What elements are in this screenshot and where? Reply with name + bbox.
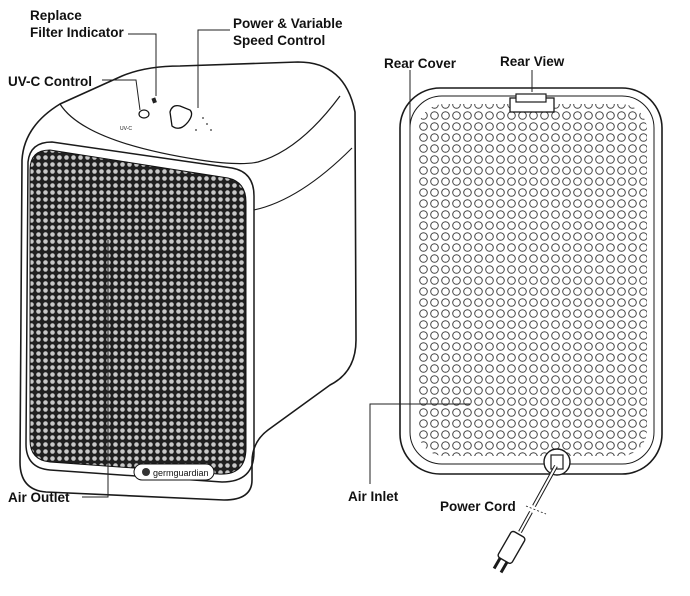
label-power-cord: Power Cord [440,499,516,514]
front-purifier: germguardian UV-C [19,61,357,501]
label-power-line1: Power & Variable [233,16,343,31]
leader-power-speed [197,29,230,108]
side-edge [253,147,353,211]
germguardian-logo: germguardian [133,463,215,481]
label-uvc: UV-C Control [8,74,92,89]
air-inlet-grille [418,104,647,456]
label-replace-line2: Filter Indicator [30,25,125,40]
leader-uvc [102,79,141,111]
leader-air-outlet [82,240,109,498]
control-print: UV-C [120,126,132,132]
rear-latch [509,93,555,113]
label-power-line2: Speed Control [233,33,325,48]
power-plug [492,530,526,574]
label-rear-view: Rear View [500,54,565,69]
purifier-body [19,61,357,501]
label-rear-cover: Rear Cover [384,56,457,71]
top-face-edge [59,95,341,165]
label-replace-line1: Replace [30,8,82,23]
top-controls: UV-C [120,97,212,132]
leader-replace-filter [128,33,157,96]
uvc-control-button [138,109,150,119]
speed-dot-2 [206,123,208,125]
speed-dot-1 [202,117,204,119]
rear-purifier [399,87,663,574]
label-air-outlet: Air Outlet [8,490,70,505]
label-air-inlet: Air Inlet [348,489,399,504]
replace-filter-indicator [151,97,157,104]
leader-air-inlet [369,403,470,484]
logo-text: germguardian [153,468,209,478]
front-panel-frame [25,141,255,483]
air-outlet-grille [29,149,247,475]
speed-dot-3 [210,129,212,131]
speed-dot-4 [195,129,197,131]
power-speed-dial [169,104,193,129]
